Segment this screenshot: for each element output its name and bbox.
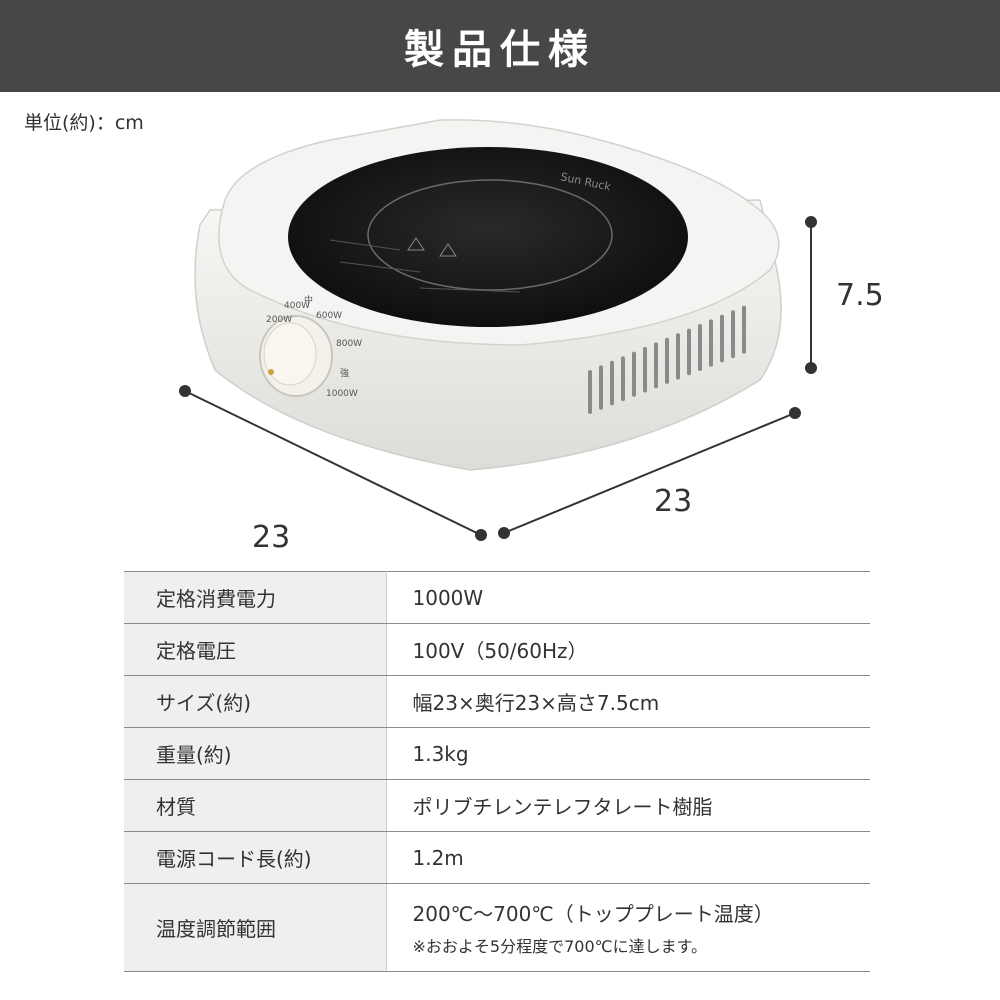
spec-row: サイズ(約) 幅23×奥行23×高さ7.5cm	[124, 675, 870, 728]
spec-label: 電源コード長(約)	[124, 831, 387, 884]
air-vents	[588, 305, 746, 414]
spec-row: 重量(約) 1.3kg	[124, 727, 870, 780]
height-dimension-label: 7.5	[836, 278, 884, 313]
spec-value: 1000W	[386, 571, 870, 624]
spec-value: 幅23×奥行23×高さ7.5cm	[386, 675, 870, 728]
spec-row: 定格消費電力 1000W	[124, 571, 870, 624]
header-bar: 製品仕様	[0, 0, 1000, 92]
knob-mark: 800W	[336, 339, 362, 349]
spec-label: 温度調節範囲	[124, 883, 387, 972]
spec-label: 材質	[124, 779, 387, 832]
width-left-dimension-label: 23	[252, 520, 291, 555]
spec-label: 定格電圧	[124, 623, 387, 676]
knob-face	[263, 322, 317, 386]
plate-text-line	[329, 239, 401, 251]
knob-mark: 600W	[316, 311, 342, 321]
spec-value: 1.2m	[386, 831, 870, 884]
dimension-height	[805, 216, 817, 374]
knob-mark: 200W	[266, 315, 292, 325]
spec-row: 温度調節範囲 200℃～700℃（トッププレート温度） ※おおよそ5分程度で70…	[124, 883, 870, 972]
knob-mark: 400W	[284, 301, 310, 311]
spec-value: ポリブチレンテレフタレート樹脂	[386, 779, 870, 832]
dimension-width-left	[179, 385, 487, 541]
spec-value-cell: 200℃～700℃（トッププレート温度） ※おおよそ5分程度で700℃に達します…	[386, 883, 870, 972]
dimension-width-right	[498, 407, 801, 539]
spec-label: 重量(約)	[124, 727, 387, 780]
spec-row: 材質 ポリブチレンテレフタレート樹脂	[124, 779, 870, 832]
spec-table: 定格消費電力 1000W 定格電圧 100V（50/60Hz） サイズ(約) 幅…	[124, 571, 870, 972]
plate-text-line	[419, 287, 521, 293]
warning-icon	[407, 237, 425, 251]
spec-label: 定格消費電力	[124, 571, 387, 624]
unit-label: 単位(約)：cm	[24, 112, 144, 134]
knob-mark: 強	[340, 367, 349, 379]
product-illustration: Sun Ruck 200W 400W 中 600W 800W 強 1000W	[179, 119, 817, 541]
page-title: 製品仕様	[404, 27, 596, 73]
spec-label: サイズ(約)	[124, 675, 387, 728]
top-plate	[288, 147, 688, 327]
plate-text-line	[339, 261, 421, 273]
spec-note: ※おおよそ5分程度で700℃に達します。	[412, 937, 708, 956]
warning-icon	[439, 243, 457, 257]
knob-scale: 200W 400W 中 600W 800W 強 1000W	[266, 294, 362, 399]
spec-value: 100V（50/60Hz）	[386, 623, 870, 676]
heating-ring	[367, 179, 613, 291]
knob-pointer	[268, 369, 274, 375]
spec-value: 200℃～700℃（トッププレート温度）	[412, 902, 774, 926]
spec-row: 定格電圧 100V（50/60Hz）	[124, 623, 870, 676]
spec-value: 1.3kg	[386, 727, 870, 780]
knob-mark: 1000W	[326, 389, 358, 399]
width-right-dimension-label: 23	[654, 484, 693, 519]
knob-mark: 中	[304, 294, 313, 306]
spec-row: 電源コード長(約) 1.2m	[124, 831, 870, 884]
